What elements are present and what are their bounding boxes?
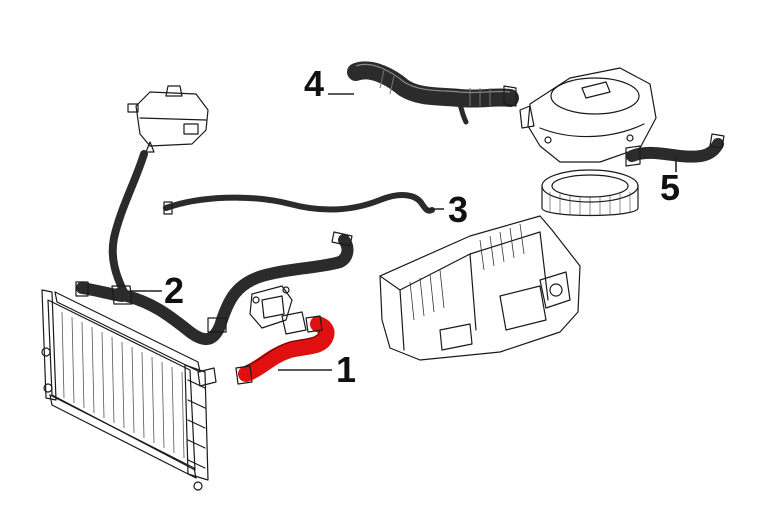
air-box-housing bbox=[519, 67, 657, 163]
hose-part-2 bbox=[108, 150, 354, 346]
leader-lines bbox=[130, 93, 677, 371]
hose-part-3 bbox=[163, 192, 435, 215]
hose-part-1-highlighted bbox=[235, 315, 335, 385]
callout-number-2: 2 bbox=[164, 270, 184, 311]
air-filter-element bbox=[541, 169, 639, 217]
callout-number-5: 5 bbox=[660, 167, 680, 208]
callout-number-4: 4 bbox=[304, 63, 324, 104]
hose-part-4 bbox=[347, 61, 519, 125]
heater-box bbox=[379, 215, 581, 361]
expansion-tank bbox=[127, 85, 209, 153]
radiator bbox=[41, 281, 217, 491]
hose-part-5 bbox=[625, 133, 725, 167]
callout-number-1: 1 bbox=[336, 349, 356, 390]
thermostat-housing bbox=[249, 285, 307, 335]
callout-number-3: 3 bbox=[448, 189, 468, 230]
